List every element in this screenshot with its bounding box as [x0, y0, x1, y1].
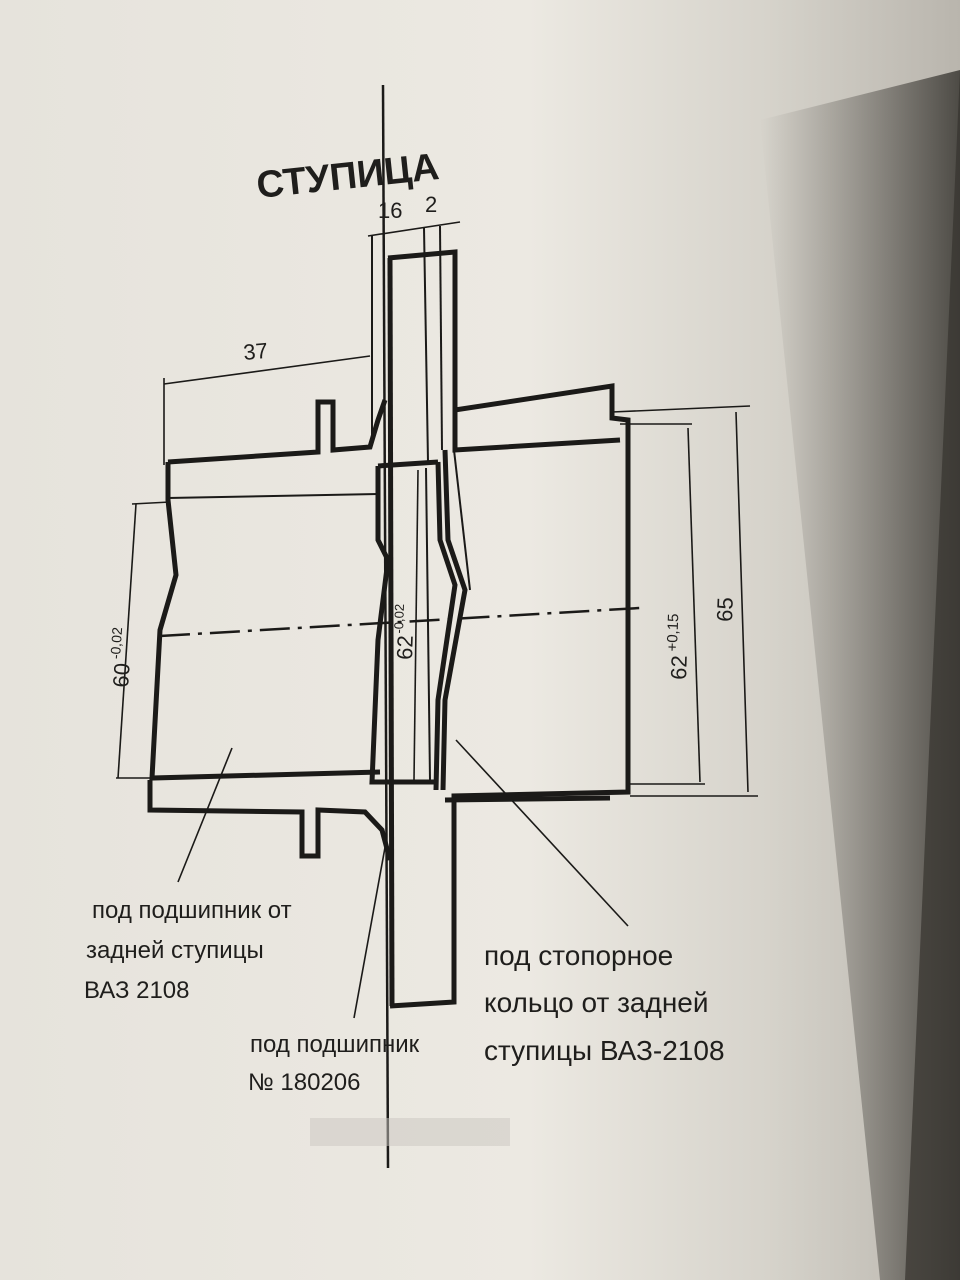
horizontal-center-line: [159, 606, 641, 638]
svg-text:ступицы ВАЗ-2108: ступицы ВАЗ-2108: [484, 1035, 725, 1066]
dim-62: 62: [666, 655, 692, 680]
dim-60: 60: [108, 662, 135, 688]
svg-text:под стопорное: под стопорное: [484, 940, 673, 971]
center-axis-line: [381, 84, 390, 1169]
svg-text:под подшипник: под подшипник: [250, 1031, 420, 1058]
dim-16: 16: [378, 198, 402, 223]
dim-62-center: 62: [392, 635, 418, 660]
inner-detail-lines: [167, 225, 471, 781]
svg-text:под подшипник от: под подшипник от: [92, 897, 292, 924]
hub-outline: [147, 249, 631, 1009]
leader-lines: [177, 739, 629, 1019]
note-rear-bearing: под подшипник от задней ступицы ВАЗ 2108: [84, 897, 292, 1004]
dim-62-center-group: 62 -0,02: [391, 604, 418, 661]
note-retaining-ring: под стопорное кольцо от задней ступицы В…: [484, 940, 725, 1066]
paper-shadow: [760, 70, 960, 1280]
dim-60-tolerance: -0,02: [107, 626, 125, 659]
note-bearing-number: под подшипник № 180206: [248, 1031, 420, 1096]
svg-text:кольцо от задней: кольцо от задней: [484, 987, 709, 1018]
dim-65: 65: [712, 597, 738, 622]
dim-62-center-tolerance: -0,02: [391, 604, 407, 634]
dim-62-tolerance: +0,15: [664, 613, 682, 652]
bleed-through-mark: [310, 1118, 510, 1146]
dim-62-group: 62 +0,15: [664, 613, 692, 680]
dim-2: 2: [425, 192, 437, 217]
dim-60-group: 60 -0,02: [107, 626, 135, 688]
svg-text:задней ступицы: задней ступицы: [86, 937, 264, 964]
svg-text:№ 180206: № 180206: [248, 1069, 361, 1096]
dim-37: 37: [242, 338, 269, 365]
svg-text:ВАЗ 2108: ВАЗ 2108: [84, 977, 190, 1004]
dimension-lines: [116, 221, 758, 797]
